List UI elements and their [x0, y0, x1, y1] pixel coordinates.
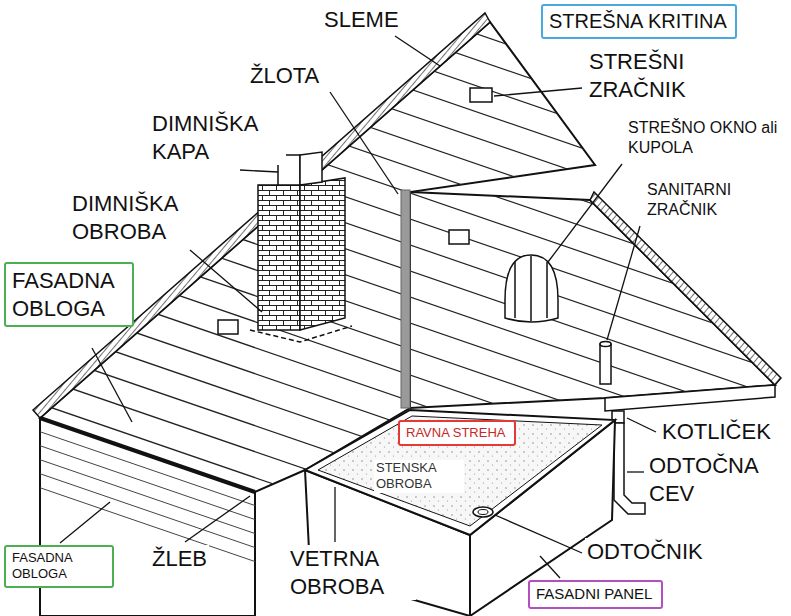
gutter-downspout — [605, 385, 775, 514]
part-label: ODTOČNIK — [585, 538, 705, 566]
right-wing-roof — [410, 192, 775, 408]
skylight-dome — [505, 255, 558, 322]
boxed-label: FASADNA OBLOGA — [4, 262, 134, 327]
chimney — [250, 152, 352, 342]
node-text: STREŠNA KRITINA — [549, 9, 727, 34]
boxed-label: STREŠNA KRITINA — [541, 4, 737, 39]
part-label: ŽLOTA — [248, 62, 321, 90]
sanitary-vent — [600, 342, 611, 385]
gutter-eave — [40, 418, 255, 492]
part-label: STENSKA OBROBA — [374, 460, 464, 493]
leader-lines — [60, 36, 656, 578]
part-label: ŽLEB — [150, 545, 209, 573]
part-label: VETRNA OBROBA — [288, 545, 416, 600]
roof-drain — [473, 507, 493, 517]
valley — [401, 190, 410, 408]
part-label: KOTLIČEK — [660, 418, 773, 446]
part-label: SLEME — [322, 6, 401, 34]
boxed-label: FASADNA OBLOGA — [4, 545, 114, 588]
part-label: DIMNIŠKA OBROBA — [70, 190, 206, 245]
part-label: STREŠNO OKNO ali KUPOLA — [626, 118, 784, 158]
node-text: RAVNA STREHA — [406, 425, 505, 441]
rake-edges — [33, 13, 781, 418]
part-label: SANITARNI ZRAČNIK — [645, 180, 763, 220]
part-label: STREŠNI ZRAČNIK — [587, 48, 735, 103]
node-text: FASADNA OBLOGA — [12, 267, 124, 322]
node-text: FASADNA OBLOGA — [12, 550, 104, 583]
boxed-label: RAVNA STREHA — [398, 420, 516, 446]
node-text: FASADNI PANEL — [536, 585, 652, 604]
part-label: ODTOČNA CEV — [647, 452, 775, 507]
part-label: DIMNIŠKA KAPA — [150, 110, 286, 165]
boxed-label: FASADNI PANEL — [528, 580, 663, 609]
